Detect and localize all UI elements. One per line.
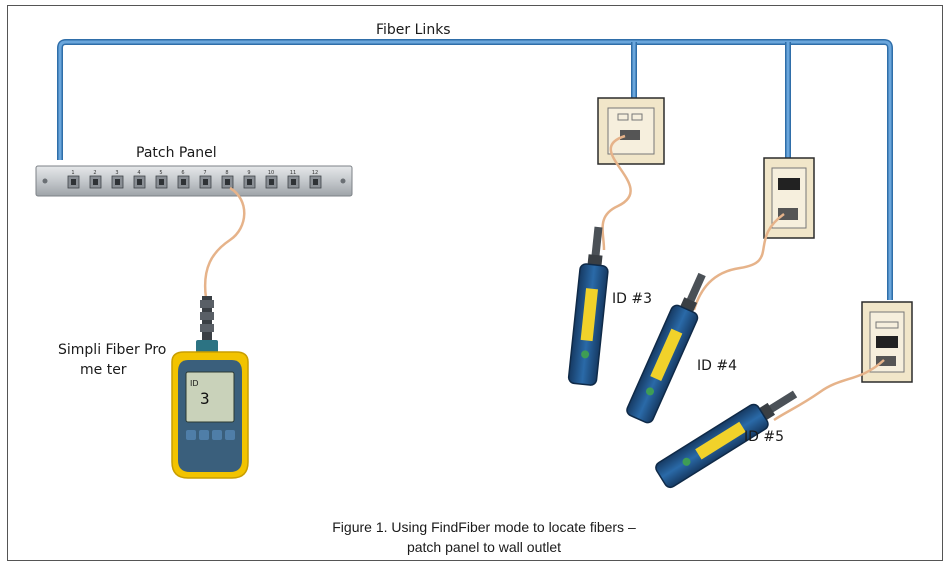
meter-button-3[interactable] [212,430,222,440]
meter-label-line1: Simpli Fiber Pro [58,342,166,358]
patch-panel-port-connector [203,179,208,185]
meter-button-1[interactable] [186,430,196,440]
patch-panel-port-number: 1 [71,170,74,176]
patch-panel-port-connector [159,179,164,185]
patch-panel-port-number: 7 [203,170,206,176]
wall-outlet-3 [597,97,665,165]
patch-panel-port-connector [247,179,252,185]
id3-label: ID #3 [612,291,652,307]
patch-panel-port-connector [291,179,296,185]
simplifiber-pro-meter[interactable]: ID 3 [171,296,249,479]
findfiber-probe-id3[interactable] [567,226,612,386]
patch-panel-port-number: 6 [181,170,184,176]
patch-panel-port-connector [137,179,142,185]
id5-label: ID #5 [744,429,784,445]
meter-display-prefix: ID [190,379,199,388]
wall-outlet-5 [861,301,913,383]
patch-cord-id5 [773,359,885,422]
patch-cord-id4 [692,212,785,311]
patch-panel-port-number: 12 [312,170,318,176]
patch-panel-port-connector [71,179,76,185]
meter-display-value: 3 [200,389,210,408]
patch-panel-port-connector [269,179,274,185]
patch-panel-port-number: 9 [247,170,250,176]
patch-panel-port-number: 2 [93,170,96,176]
patch-cord-id3 [601,134,632,251]
patch-panel-port-connector [115,179,120,185]
wall-outlet-4 [763,157,815,239]
patch-panel-label: Patch Panel [136,145,217,161]
patch-panel-port-number: 4 [137,170,140,176]
patch-panel-port-connector [225,179,230,185]
meter-button-4[interactable] [225,430,235,440]
patch-panel-port-connector [313,179,318,185]
id4-label: ID #4 [697,358,737,374]
fiber-links [57,39,893,300]
patch-panel-port-number: 11 [290,170,296,176]
patch-cord-meter [203,186,246,299]
patch-panel-port-number: 8 [225,170,228,176]
findfiber-probe-id4[interactable] [625,269,715,425]
figure-caption-line1: Figure 1. Using FindFiber mode to locate… [332,519,636,535]
patch-panel-port-connector [93,179,98,185]
patch-panel-port-connector [181,179,186,185]
findfiber-probe-id5[interactable] [654,382,803,489]
meter-button-2[interactable] [199,430,209,440]
fiber-links-label: Fiber Links [376,22,451,38]
figure-caption-line2: patch panel to wall outlet [407,539,561,555]
patch-panel-port-number: 3 [115,170,118,176]
meter-label-line2: me ter [80,362,127,378]
patch-panel-port-number: 10 [268,170,274,176]
figure-frame [7,5,943,561]
patch-panel-port-number: 5 [159,170,162,176]
